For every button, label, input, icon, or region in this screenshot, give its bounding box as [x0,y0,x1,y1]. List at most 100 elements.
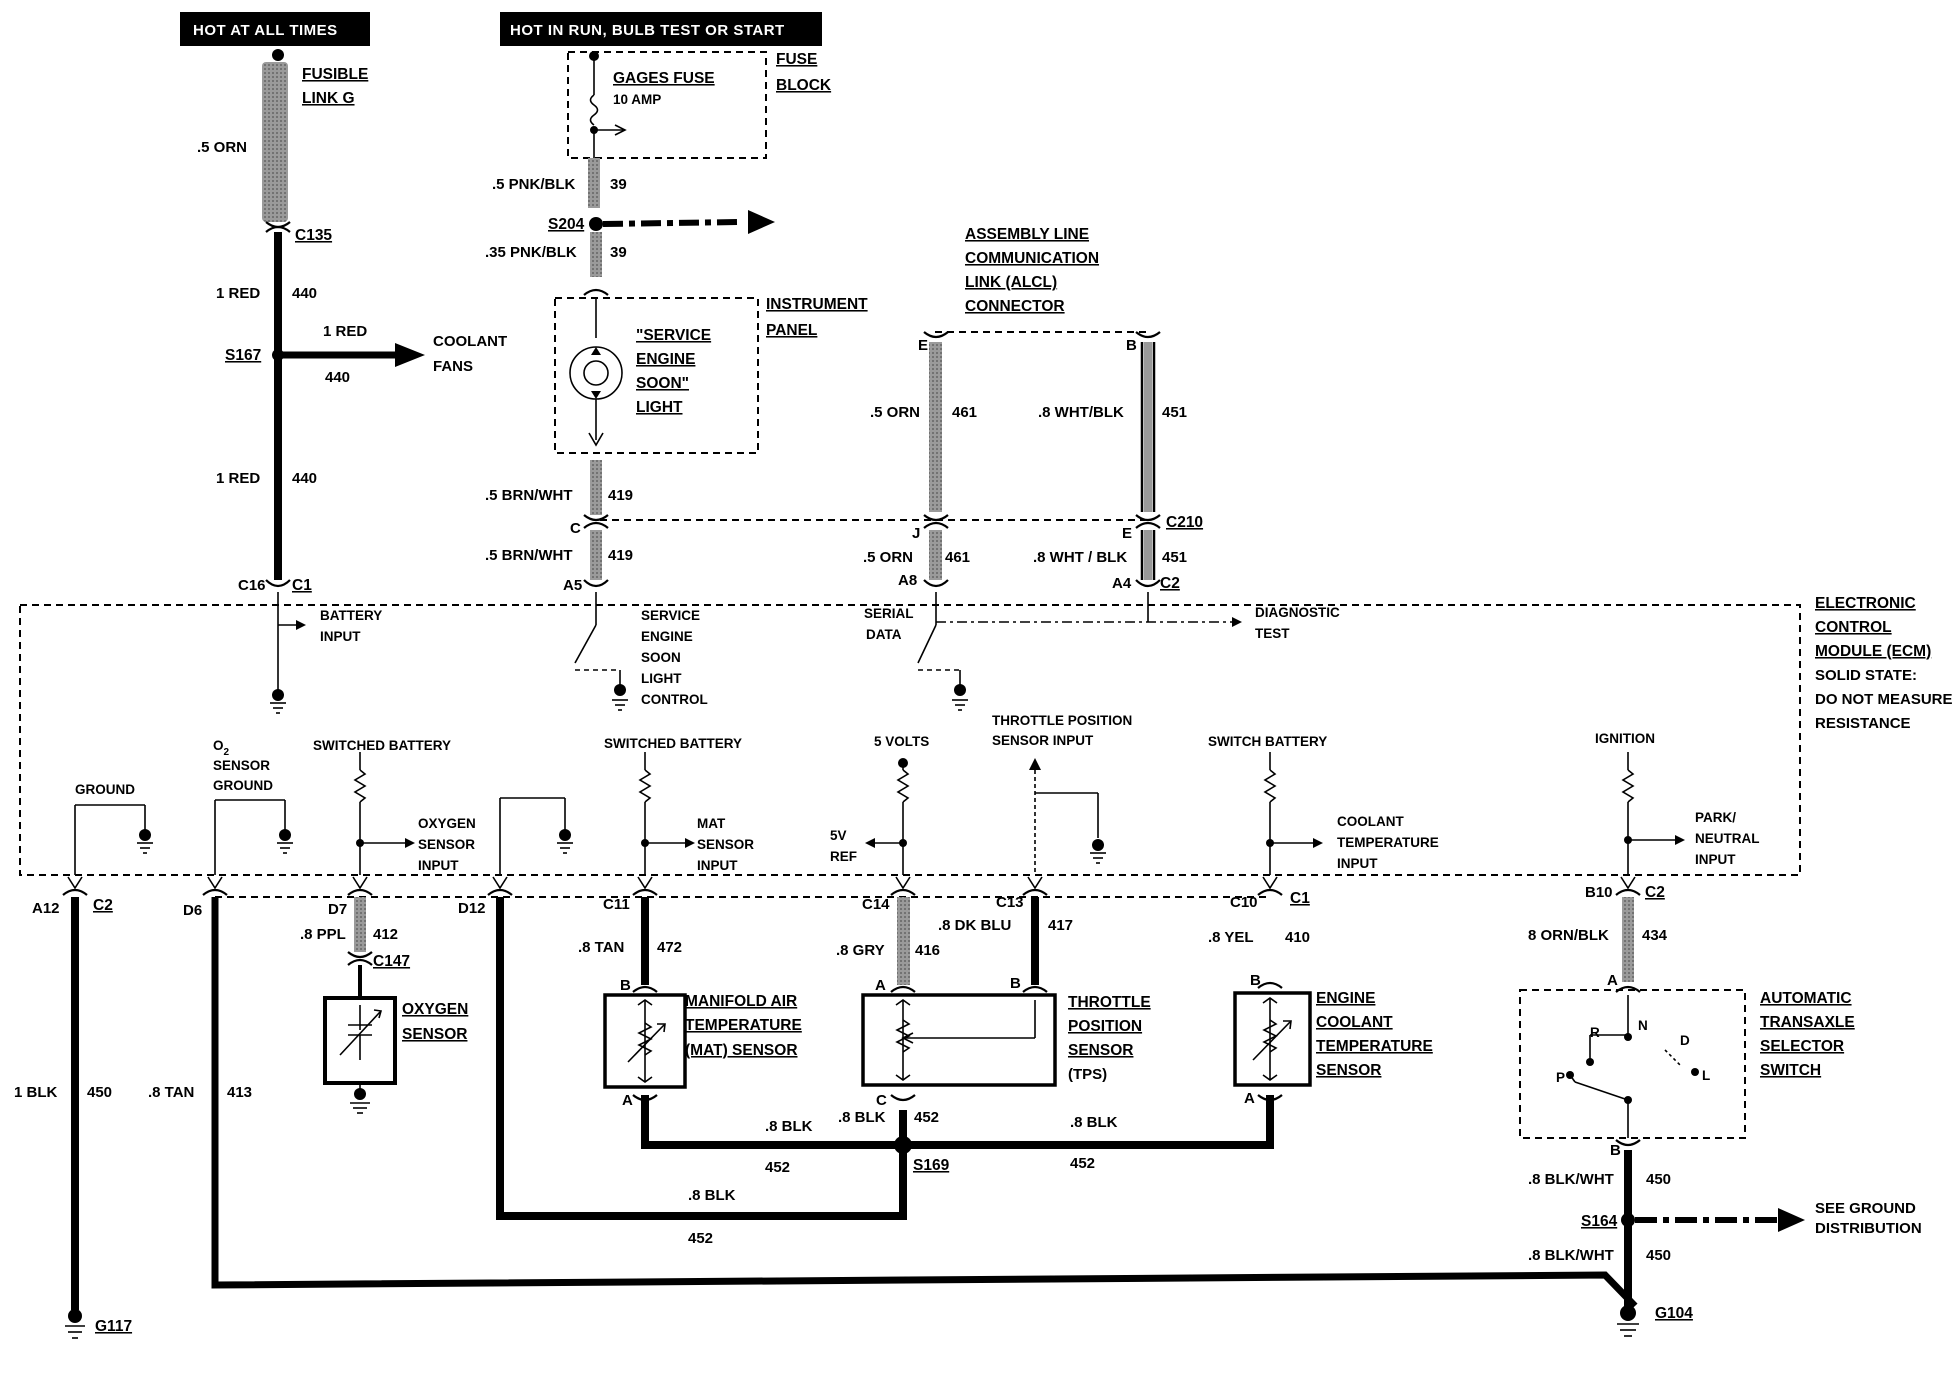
o2-label: O2 [213,738,230,758]
pin-label: C14 [862,896,890,913]
ecm-mat-input-c11 [638,752,695,875]
ecm-pin-label: GROUND [75,782,135,797]
wire-label: .8 BLK [1070,1114,1118,1131]
ecm-pin-label: SENSOR [213,758,270,773]
ecm-pin-label: INPUT [320,629,361,644]
splice-label: S164 [1581,1213,1618,1230]
ecm-pin-label: 5V [830,828,847,843]
ecm-pin-label: INPUT [697,858,738,873]
ecm-pin-label: SWITCHED BATTERY [313,738,451,753]
pin-label: N [1638,1018,1648,1033]
wire-label: .8 TAN [578,939,624,956]
ect-label: ENGINE [1316,990,1375,1007]
ecm-pin-label: TEST [1255,626,1290,641]
wire-450-g117 [65,897,85,1339]
splice-s204 [589,217,603,231]
circuit-label: 452 [765,1159,790,1176]
connector-c2: C2 [1160,575,1180,592]
tps-label: (TPS) [1068,1066,1107,1083]
arrow-to-coolant-fans [395,343,425,367]
ecm-ses-control [574,592,628,711]
pin-label: P [1556,1070,1565,1085]
ses-light-label: LIGHT [636,399,683,416]
ground-distribution-label: DISTRIBUTION [1815,1220,1922,1237]
pin-label: B10 [1585,884,1613,901]
ecm-pin-label: MAT [697,816,726,831]
circuit-label: 450 [1646,1171,1671,1188]
circuit-label: 452 [914,1109,939,1126]
ecm-park-neutral-b10 [1621,752,1685,875]
ecm-pin-label: THROTTLE POSITION [992,713,1132,728]
ecm-pin-label: COOLANT [1337,814,1404,829]
wire-label: 1 RED [216,470,260,487]
ecm-label: SOLID STATE: [1815,667,1917,684]
splice-s164 [1621,1213,1635,1227]
ecm-label: MODULE (ECM) [1815,643,1931,660]
connector-c2: C2 [93,897,113,914]
ecm-pin-label: LIGHT [641,671,682,686]
ecm-pin-label: BATTERY [320,608,382,623]
ecm-oxygen-input-d7 [353,752,415,875]
ses-light-label: "SERVICE [636,327,711,344]
pin-label: A8 [898,572,917,589]
instrument-panel-label: INSTRUMENT [766,296,868,313]
connector-c16: C16 [238,577,266,594]
circuit-label: 434 [1642,927,1668,944]
alcl-label: COMMUNICATION [965,250,1099,267]
ecm-ground-a12 [74,804,153,875]
header-label: HOT AT ALL TIMES [193,22,338,39]
pin-label: A [875,977,886,994]
ecm-pin-label: SENSOR [697,837,754,852]
pin-label: D12 [458,900,486,917]
wire-461-circuit [923,331,949,588]
pin-label: R [1590,1025,1600,1040]
header-hot-in-run: HOT IN RUN, BULB TEST OR START [500,12,822,46]
wire-label: .8 GRY [836,942,885,959]
ecm-o2-ground-d6 [214,799,293,875]
wire-label: .8 BLK/WHT [1528,1247,1614,1264]
circuit-label: 39 [610,176,627,193]
wire-419-circuit [583,460,609,588]
ecm-pin-label: DIAGNOSTIC [1255,605,1340,620]
ecm-pin-label: ENGINE [641,629,693,644]
pin-label: D7 [328,901,347,918]
pin-label: C10 [1230,894,1258,911]
pin-label: B [1126,337,1137,354]
wire-434 [1615,897,1641,993]
connector-c135: C135 [295,227,332,244]
tps-label: POSITION [1068,1018,1142,1035]
ecm-label: DO NOT MEASURE [1815,691,1953,708]
service-engine-soon-light [569,298,623,447]
ecm-pin-label: CONTROL [641,692,708,707]
ecm-pin-label: REF [830,849,857,864]
ses-light-label: SOON" [636,375,689,392]
circuit-label: 413 [227,1084,252,1101]
ecm-pin-label: SWITCH BATTERY [1208,734,1327,749]
pin-label: A [1244,1090,1255,1107]
wire-label: .5 ORN [863,549,913,566]
wire-label: .8 TAN [148,1084,194,1101]
wire-451-circuit [1135,331,1161,588]
mat-sensor-label: MANIFOLD AIR [685,993,797,1010]
ecm-pin-label: SENSOR INPUT [992,733,1094,748]
pin-label: C [876,1092,887,1109]
pin-label: B [1010,975,1021,992]
throttle-position-sensor [861,993,1057,1102]
circuit-label: 461 [945,549,970,566]
instrument-panel-box [554,297,759,454]
wire-440-circuit [262,49,425,588]
pin-label: C13 [996,894,1024,911]
splice-label: S204 [548,216,585,233]
wire-label: .8 BLK [838,1109,886,1126]
wire-label: .5 BRN/WHT [485,547,573,564]
wire-412 [347,897,373,998]
ecm-pin-label: INPUT [1695,852,1736,867]
pin-label: B [620,977,631,994]
circuit-label: 440 [292,285,317,302]
pin-label: D [1680,1033,1690,1048]
transaxle-switch-label: AUTOMATIC [1760,990,1852,1007]
pin-label: A [1607,972,1618,989]
circuit-label: 450 [87,1084,112,1101]
wire-417 [1022,897,1048,993]
ground-g117: G117 [95,1318,132,1335]
